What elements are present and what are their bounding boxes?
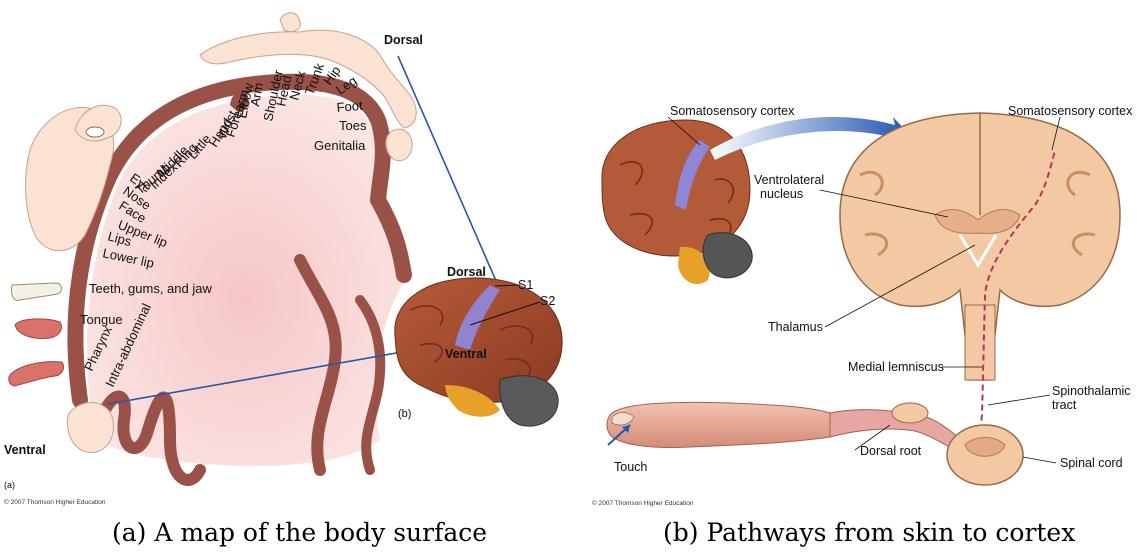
homunculus-diagram: Dorsal Ventral (a) © 2007 Thomson Higher… <box>0 0 570 505</box>
finger-illustration <box>607 402 830 447</box>
homunculus-foot <box>280 13 300 32</box>
pathway-diagram: Somatosensory cortex Somatosensory corte… <box>590 95 1137 510</box>
homunculus-abdomen <box>67 403 113 453</box>
panel-pathways: Somatosensory cortex Somatosensory corte… <box>590 95 1137 510</box>
label-dorsal-root: Dorsal root <box>860 444 922 458</box>
homunculus-jaw <box>11 283 61 300</box>
label-nucleus: nucleus <box>760 187 803 201</box>
copyright-a: © 2007 Thomson Higher Education <box>4 498 106 506</box>
label-genitalia: Genitalia <box>314 138 366 153</box>
label-teeth-gums-jaw: Teeth, gums, and jaw <box>89 281 212 296</box>
dorsal-label: Dorsal <box>384 33 423 47</box>
inset-ventral-label: Ventral <box>445 347 487 361</box>
label-medial-lemniscus: Medial lemniscus <box>848 360 944 374</box>
label-tract: tract <box>1052 398 1077 412</box>
homunculus-tongue <box>15 319 62 339</box>
homunculus-pharynx <box>9 362 64 386</box>
label-thalamus: Thalamus <box>768 320 823 334</box>
homunculus-genitalia <box>386 129 412 161</box>
label-toes: Toes <box>339 118 367 133</box>
caption-pathways: (b) Pathways from skin to cortex <box>663 518 1075 547</box>
label-spinothalamic: Spinothalamic <box>1052 384 1131 398</box>
copyright-b: © 2007 Thomson Higher Education <box>592 499 694 507</box>
connector-line-dorsal <box>398 56 500 290</box>
spinal-cord-section <box>947 425 1023 485</box>
s1-label: S1 <box>518 278 533 292</box>
ventral-label: Ventral <box>4 443 46 457</box>
label-foot: Foot <box>336 98 364 115</box>
label-ventrolateral: Ventrolateral <box>754 173 824 187</box>
label-somatosensory-cortex-right: Somatosensory cortex <box>1008 104 1133 118</box>
inset-dorsal-label: Dorsal <box>447 265 486 279</box>
label-touch: Touch <box>614 460 647 474</box>
caption-body-map: (a) A map of the body surface <box>112 518 487 547</box>
s2-label: S2 <box>540 294 555 308</box>
leader-spinal-cord <box>1023 457 1056 463</box>
panel-body-map: Dorsal Ventral (a) © 2007 Thomson Higher… <box>0 0 570 505</box>
dorsal-root-ganglion <box>892 403 928 423</box>
homunculus-eye <box>86 127 104 137</box>
leader-spinothalamic <box>988 395 1050 405</box>
panel-a-letter: (a) <box>4 480 15 490</box>
coronal-brain-section <box>840 113 1120 380</box>
inset-letter: (b) <box>398 408 411 420</box>
label-spinal-cord: Spinal cord <box>1060 456 1123 470</box>
label-somatosensory-cortex-left: Somatosensory cortex <box>670 104 795 118</box>
